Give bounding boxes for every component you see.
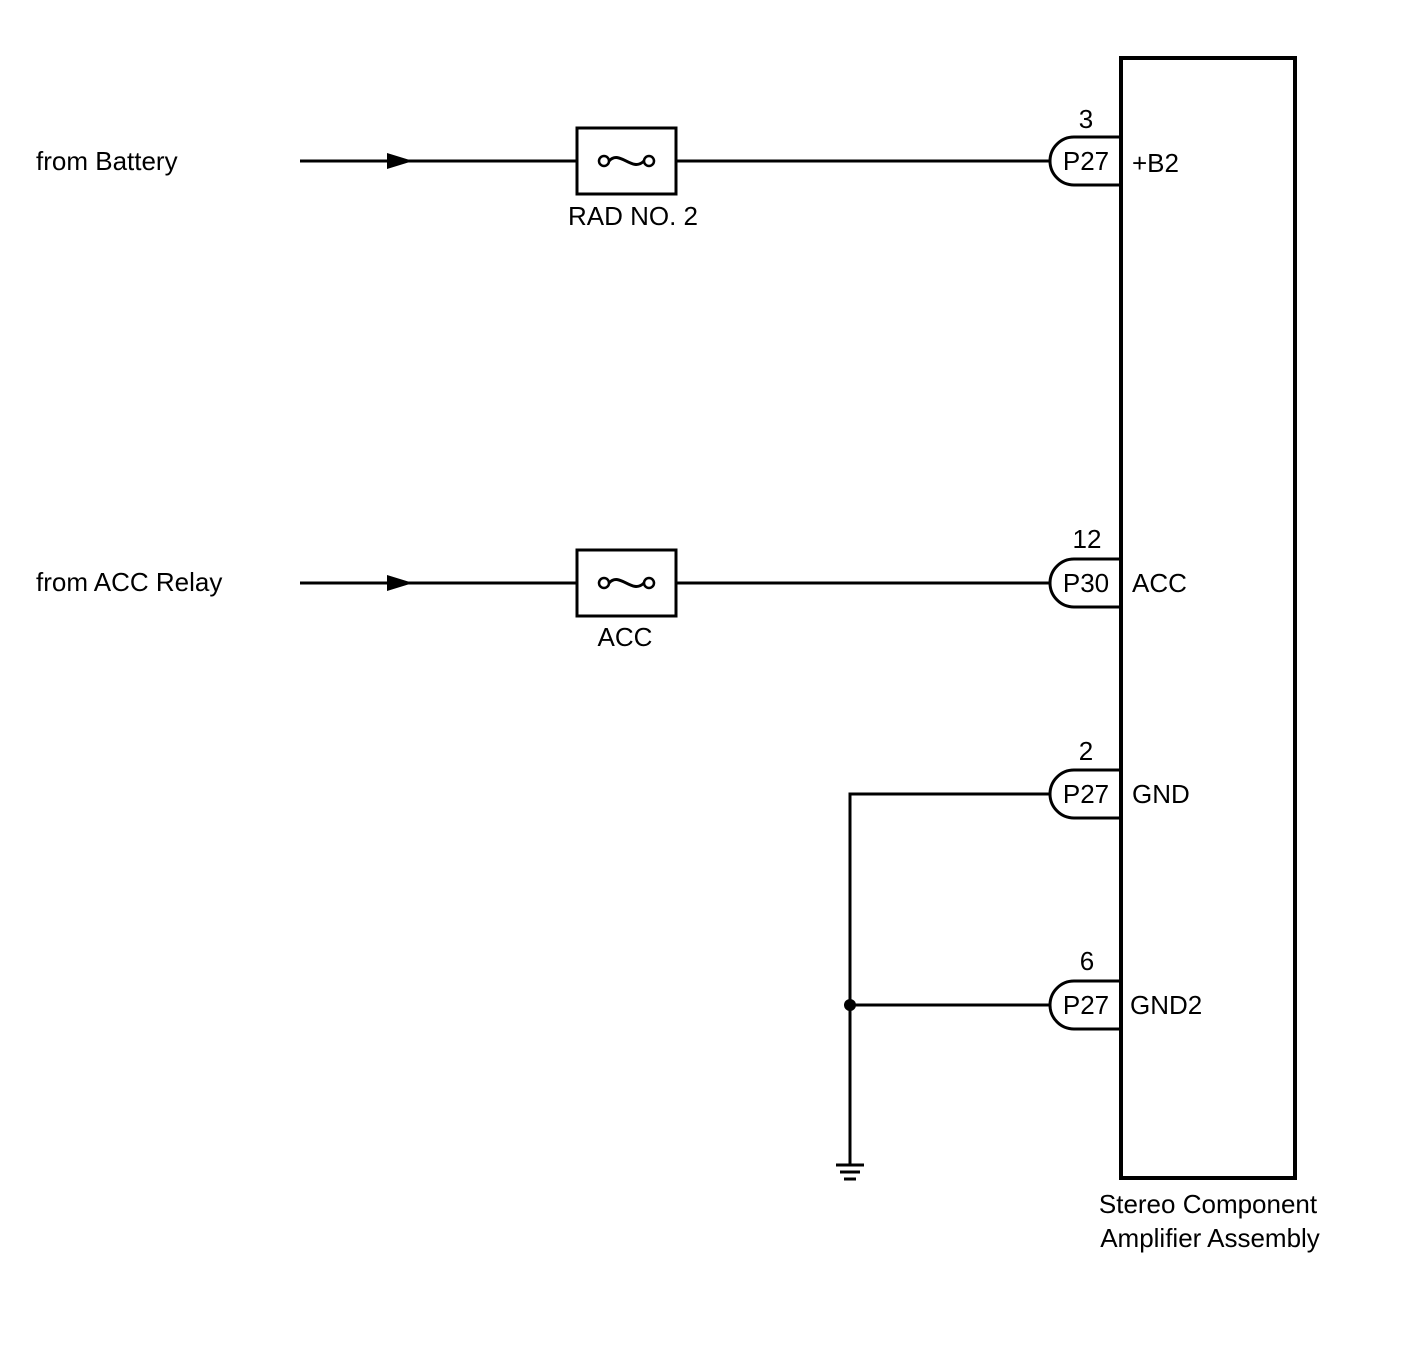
amplifier-assembly-box — [1119, 56, 1297, 1180]
terminal-label-b2: +B2 — [1132, 148, 1179, 178]
pin-number-6: 6 — [1080, 946, 1094, 976]
connector-label-p27-gnd2: P27 — [1063, 990, 1109, 1020]
pin-number-2: 2 — [1079, 736, 1093, 766]
component-name-line1: Stereo Component — [1099, 1189, 1318, 1219]
connector-p30-acc — [1048, 557, 1119, 609]
fuse-label-rad-no2: RAD NO. 2 — [568, 201, 698, 231]
splice-point — [844, 999, 856, 1011]
source-label-acc-relay: from ACC Relay — [36, 567, 222, 597]
connector-label-p30-acc: P30 — [1063, 568, 1109, 598]
arrow-battery — [387, 153, 413, 169]
connector-p27-gnd2 — [1048, 979, 1119, 1031]
fuse-label-acc: ACC — [598, 622, 653, 652]
connector-p27-gnd — [1048, 768, 1119, 820]
terminal-label-acc: ACC — [1132, 568, 1187, 598]
fuse-acc — [575, 548, 678, 618]
wire-gnd — [848, 792, 1052, 1165]
fuse-rad-no2 — [575, 126, 678, 196]
connector-label-p27-gnd: P27 — [1063, 779, 1109, 809]
component-name-line2: Amplifier Assembly — [1100, 1223, 1320, 1253]
ground-icon — [836, 1163, 864, 1181]
terminal-label-gnd: GND — [1132, 779, 1190, 809]
connector-p27-b2 — [1048, 135, 1119, 187]
pin-number-12: 12 — [1073, 524, 1102, 554]
arrow-acc — [387, 575, 413, 591]
connector-label-p27-b2: P27 — [1063, 146, 1109, 176]
pin-number-3: 3 — [1079, 104, 1093, 134]
source-label-battery: from Battery — [36, 146, 178, 176]
terminal-label-gnd2: GND2 — [1130, 990, 1202, 1020]
